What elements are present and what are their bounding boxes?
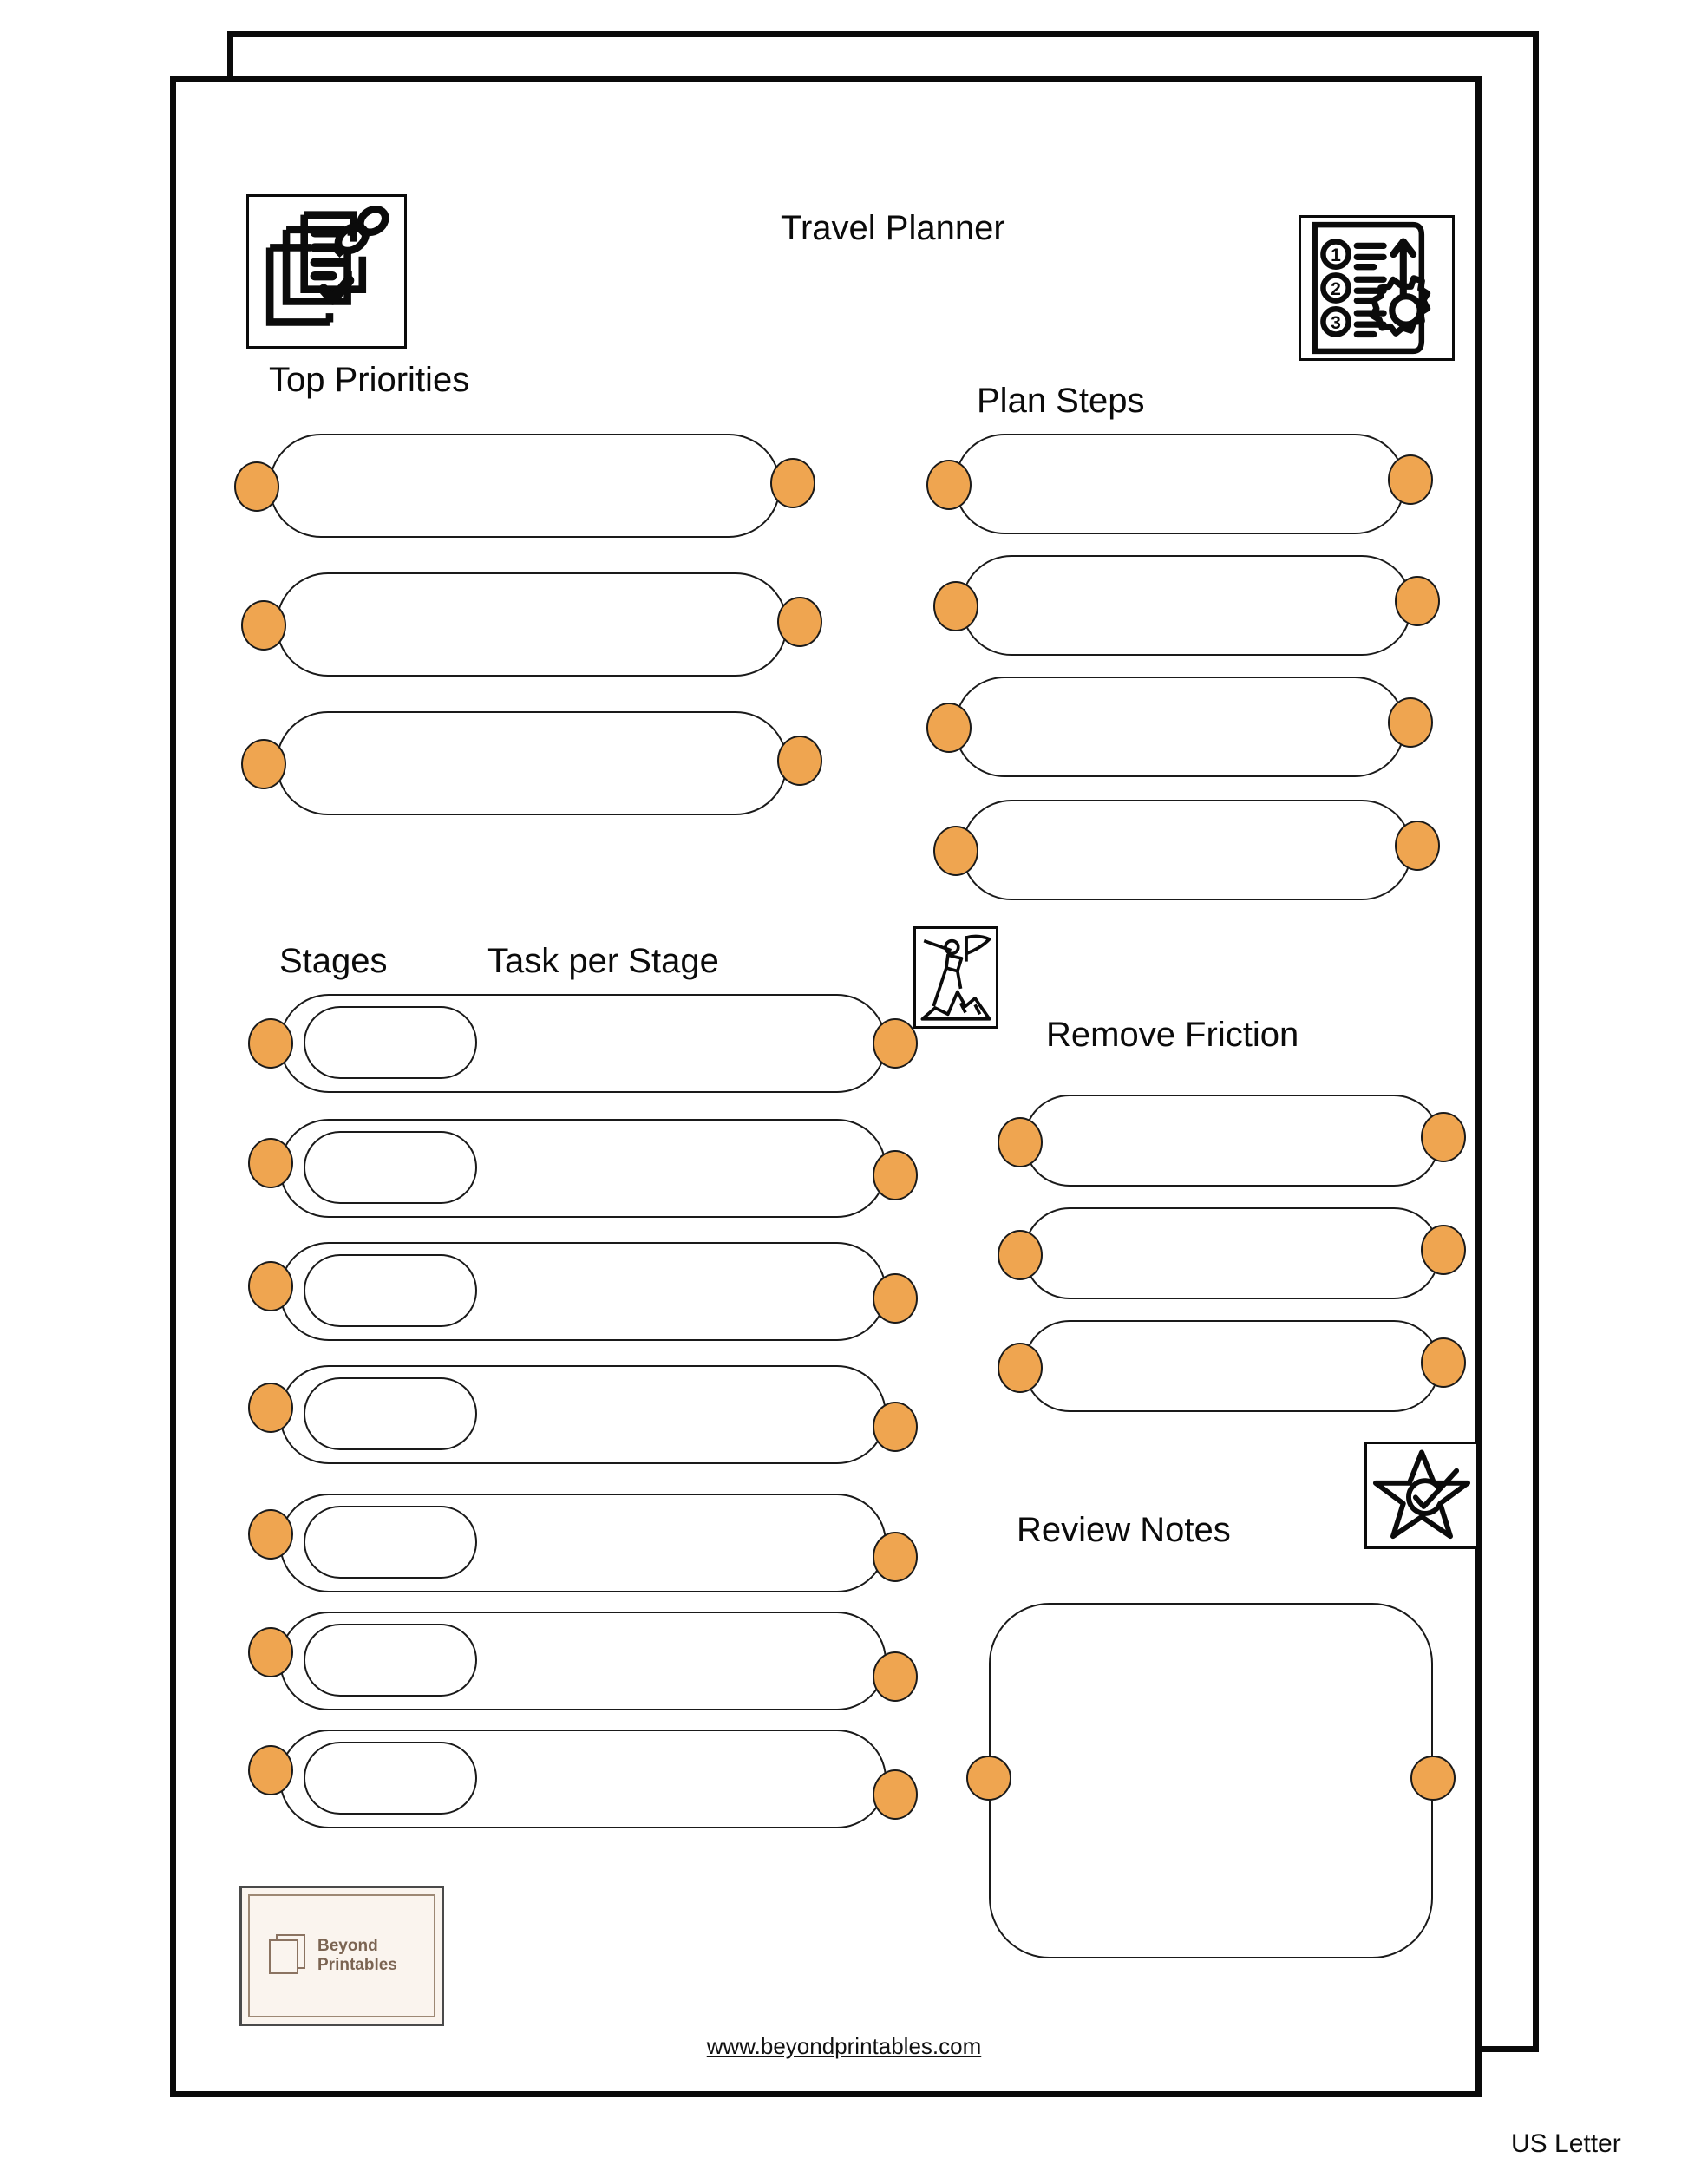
row-handle-left[interactable] — [241, 600, 286, 651]
task-per-stage-heading: Task per Stage — [487, 942, 719, 980]
row-handle-right[interactable] — [1395, 821, 1440, 871]
row-handle-right[interactable] — [873, 1273, 918, 1324]
stage-row[interactable] — [248, 1494, 918, 1592]
remove-friction-heading: Remove Friction — [1046, 1016, 1299, 1054]
row-handle-left[interactable] — [926, 703, 972, 753]
row-handle-right[interactable] — [873, 1532, 918, 1582]
row-handle-right[interactable] — [873, 1651, 918, 1702]
row-handle-right[interactable] — [1388, 454, 1433, 505]
stage-row[interactable] — [248, 1612, 918, 1710]
row-handle-left[interactable] — [248, 1383, 293, 1433]
top-priorities-row[interactable] — [241, 572, 822, 677]
top-priorities-row[interactable] — [234, 434, 815, 538]
row-handle-left[interactable] — [248, 1509, 293, 1560]
row-handle-left[interactable] — [241, 739, 286, 789]
top-priorities-input-3[interactable] — [276, 711, 788, 815]
brand-name-line-1: Beyond — [317, 1937, 378, 1956]
row-handle-left[interactable] — [926, 460, 972, 510]
top-priorities-heading: Top Priorities — [269, 361, 470, 399]
brand-name-line-2: Printables — [317, 1956, 397, 1974]
stage-label-input-7[interactable] — [304, 1742, 477, 1815]
row-handle-left[interactable] — [248, 1018, 293, 1069]
row-handle-left[interactable] — [998, 1230, 1043, 1280]
stage-row[interactable] — [248, 1242, 918, 1341]
stacked-pages-icon — [269, 1934, 309, 1978]
remove-friction-input-3[interactable] — [1024, 1320, 1440, 1412]
stage-label-input-5[interactable] — [304, 1506, 477, 1579]
stage-label-input-3[interactable] — [304, 1254, 477, 1327]
plan-steps-row[interactable] — [933, 800, 1440, 900]
star-check-icon — [1364, 1442, 1479, 1549]
svg-text:3: 3 — [1331, 313, 1341, 333]
stage-label-input-6[interactable] — [304, 1624, 477, 1697]
brand-logo-inner: Beyond Printables — [248, 1894, 435, 2017]
remove-friction-input-1[interactable] — [1024, 1095, 1440, 1187]
review-notes-input[interactable] — [989, 1603, 1433, 1958]
plan-steps-row[interactable] — [926, 677, 1433, 777]
row-handle-left[interactable] — [248, 1138, 293, 1188]
plan-steps-input-4[interactable] — [961, 800, 1412, 900]
stage-row[interactable] — [248, 1365, 918, 1464]
top-priorities-input-1[interactable] — [269, 434, 781, 538]
top-priorities-row[interactable] — [241, 711, 822, 815]
svg-text:2: 2 — [1331, 279, 1341, 299]
brand-logo: Beyond Printables — [239, 1886, 444, 2026]
row-handle-left[interactable] — [998, 1117, 1043, 1167]
row-handle-right[interactable] — [1421, 1225, 1466, 1275]
stage-row[interactable] — [248, 994, 918, 1093]
remove-friction-input-2[interactable] — [1024, 1207, 1440, 1299]
row-handle-left[interactable] — [248, 1627, 293, 1677]
plan-steps-input-1[interactable] — [954, 434, 1405, 534]
remove-friction-row[interactable] — [998, 1207, 1466, 1299]
remove-friction-row[interactable] — [998, 1095, 1466, 1187]
row-handle-right[interactable] — [1395, 576, 1440, 626]
row-handle-left[interactable] — [933, 581, 978, 631]
row-handle-right[interactable] — [873, 1402, 918, 1452]
plan-steps-row[interactable] — [926, 434, 1433, 534]
row-handle-right[interactable] — [1388, 697, 1433, 748]
row-handle-right[interactable] — [873, 1018, 918, 1069]
stage-label-input-1[interactable] — [304, 1006, 477, 1079]
page-title: Travel Planner — [781, 209, 1005, 247]
row-handle-right[interactable] — [1421, 1337, 1466, 1388]
row-handle-right[interactable] — [777, 597, 822, 647]
brand-logo-text: Beyond Printables — [317, 1937, 397, 1974]
footer-website-link[interactable]: www.beyondprintables.com — [706, 2033, 982, 2059]
paper-size-label: US Letter — [1511, 2129, 1621, 2158]
svg-text:1: 1 — [1331, 245, 1341, 265]
review-notes-heading: Review Notes — [1017, 1511, 1231, 1549]
plan-steps-input-3[interactable] — [954, 677, 1405, 777]
row-handle-left[interactable] — [248, 1261, 293, 1311]
remove-friction-row[interactable] — [998, 1320, 1466, 1412]
row-handle-right[interactable] — [770, 458, 815, 508]
notes-handle-right[interactable] — [1410, 1756, 1456, 1801]
stages-heading: Stages — [279, 942, 388, 980]
row-handle-left[interactable] — [234, 461, 279, 512]
stage-row[interactable] — [248, 1119, 918, 1218]
plan-steps-input-2[interactable] — [961, 555, 1412, 656]
notes-handle-left[interactable] — [966, 1756, 1011, 1801]
row-handle-right[interactable] — [873, 1769, 918, 1820]
row-handle-left[interactable] — [248, 1745, 293, 1795]
numbered-list-gear-icon: 1 2 3 — [1299, 215, 1455, 361]
documents-with-pin-icon — [246, 194, 407, 349]
plan-steps-row[interactable] — [933, 555, 1440, 656]
row-handle-left[interactable] — [933, 826, 978, 876]
climber-flag-icon — [913, 926, 998, 1029]
row-handle-right[interactable] — [1421, 1112, 1466, 1162]
row-handle-right[interactable] — [873, 1150, 918, 1200]
review-notes-area[interactable] — [966, 1603, 1456, 1958]
row-handle-right[interactable] — [777, 736, 822, 786]
top-priorities-input-2[interactable] — [276, 572, 788, 677]
plan-steps-heading: Plan Steps — [977, 382, 1145, 420]
stage-label-input-2[interactable] — [304, 1131, 477, 1204]
stage-row[interactable] — [248, 1730, 918, 1828]
row-handle-left[interactable] — [998, 1343, 1043, 1393]
stage-label-input-4[interactable] — [304, 1377, 477, 1450]
